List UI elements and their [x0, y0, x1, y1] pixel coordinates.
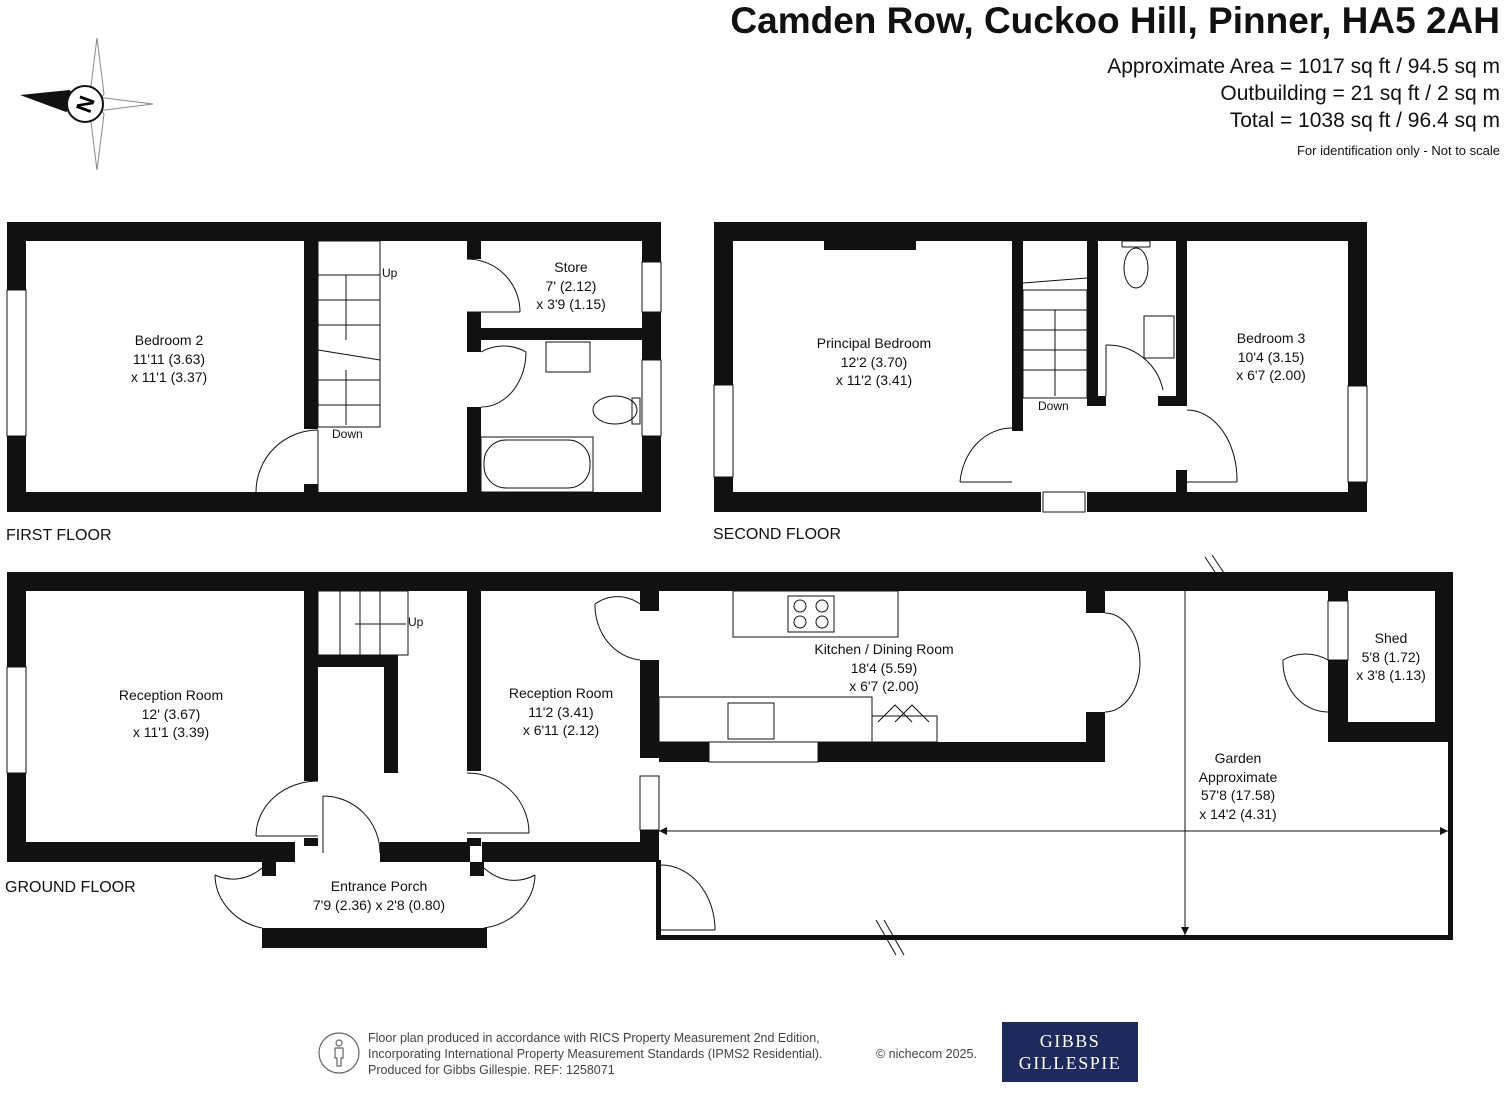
room-reception-1: Reception Room 12' (3.67) x 11'1 (3.39): [119, 686, 223, 742]
room-dimension: x 6'11 (2.12): [522, 722, 600, 738]
room-name: Garden: [1214, 750, 1262, 766]
stairs-down-label: Down: [332, 427, 363, 441]
room-dimension: 10'4 (3.15): [1237, 348, 1305, 365]
room-dimension: 12' (3.67): [141, 705, 201, 722]
room-dimension: x 11'2 (3.41): [835, 372, 913, 388]
room-dimension: x 11'1 (3.39): [132, 724, 210, 740]
room-principal-bedroom: Principal Bedroom 12'2 (3.70) x 11'2 (3.…: [817, 334, 931, 390]
second-floor-details: [959, 240, 1238, 483]
footer-line: Produced for Gibbs Gillespie. REF: 12580…: [368, 1062, 615, 1077]
logo-line: GILLESPIE: [1018, 1053, 1122, 1073]
room-kitchen-dining: Kitchen / Dining Room 18'4 (5.59) x 6'7 …: [814, 640, 953, 696]
ground-floor-details: [214, 554, 1448, 956]
room-dimension: x 14'2 (4.31): [1199, 805, 1277, 822]
first-floor-label: FIRST FLOOR: [6, 527, 112, 544]
footer-line: Floor plan produced in accordance with R…: [368, 1031, 820, 1045]
gibbs-gillespie-logo: GIBBS GILLESPIE: [1002, 1022, 1138, 1082]
room-name: Store: [554, 259, 588, 275]
room-name: Kitchen / Dining Room: [814, 641, 954, 657]
room-store: Store 7' (2.12) x 3'9 (1.15): [536, 258, 606, 314]
room-dimension: 7'9 (2.36) x 2'8 (0.80): [312, 896, 446, 913]
stairs-down-label: Down: [1038, 399, 1069, 413]
room-dimension: 11'2 (3.41): [528, 703, 594, 720]
ground-floor-plan: [6, 572, 1453, 948]
scale-disclaimer: For identification only - Not to scale: [1296, 143, 1500, 158]
logo-line: GIBBS: [1039, 1031, 1101, 1051]
room-entrance-porch: Entrance Porch 7'9 (2.36) x 2'8 (0.80): [313, 877, 445, 914]
first-floor-details: [255, 240, 641, 493]
person-icon: [318, 1032, 360, 1074]
room-dimension: 5'8 (1.72): [1361, 648, 1421, 665]
room-dimension: x 3'8 (1.13): [1356, 667, 1426, 683]
stairs-up-label: Up: [408, 615, 424, 629]
room-name: Entrance Porch: [330, 878, 428, 894]
room-dimension: x 6'7 (2.00): [1236, 367, 1306, 383]
room-name: Reception Room: [508, 685, 614, 701]
copyright-text: © nichecom 2025.: [876, 1047, 977, 1061]
dimension-arrows: [659, 578, 1448, 935]
room-dimension: 18'4 (5.59): [850, 659, 918, 676]
compass-rose-icon: N: [20, 37, 154, 171]
room-name: Bedroom 3: [1236, 330, 1306, 346]
room-dimension: 11'11 (3.63): [132, 350, 206, 367]
footer-compliance-text: Floor plan produced in accordance with R…: [368, 1031, 822, 1078]
outbuilding-area: Outbuilding = 21 sq ft / 2 sq m: [1220, 82, 1500, 105]
room-name: Bedroom 2: [134, 332, 204, 348]
room-bedroom-3: Bedroom 3 10'4 (3.15) x 6'7 (2.00): [1236, 329, 1306, 385]
room-name: Principal Bedroom: [816, 335, 932, 351]
room-dimension: x 11'1 (3.37): [130, 369, 208, 385]
room-shed: Shed 5'8 (1.72) x 3'8 (1.13): [1356, 629, 1426, 685]
room-bedroom-2: Bedroom 2 11'11 (3.63) x 11'1 (3.37): [131, 331, 207, 387]
room-dimension: 7' (2.12): [545, 277, 597, 294]
first-floor-plan: [6, 222, 662, 512]
total-area: Total = 1038 sq ft / 96.4 sq m: [1229, 109, 1500, 132]
room-name: Shed: [1374, 630, 1408, 646]
approximate-area: Approximate Area = 1017 sq ft / 94.5 sq …: [1107, 55, 1500, 78]
room-dimension: 12'2 (3.70): [840, 353, 908, 370]
footer-line: Incorporating International Property Mea…: [368, 1046, 823, 1061]
room-garden: Garden Approximate 57'8 (17.58) x 14'2 (…: [1199, 749, 1278, 823]
room-dimension: x 6'7 (2.00): [849, 678, 919, 694]
stairs-up-label: Up: [382, 266, 398, 280]
room-dimension: 57'8 (17.58): [1200, 787, 1276, 803]
property-address-title: Camden Row, Cuckoo Hill, Pinner, HA5 2AH: [730, 0, 1500, 41]
second-floor-plan: [713, 222, 1368, 513]
room-name-qualifier: Approximate: [1198, 768, 1278, 785]
room-reception-2: Reception Room 11'2 (3.41) x 6'11 (2.12): [509, 684, 613, 740]
room-name: Reception Room: [118, 687, 224, 703]
ground-floor-label: GROUND FLOOR: [5, 879, 136, 896]
room-dimension: x 3'9 (1.15): [536, 296, 606, 312]
second-floor-label: SECOND FLOOR: [713, 526, 842, 543]
